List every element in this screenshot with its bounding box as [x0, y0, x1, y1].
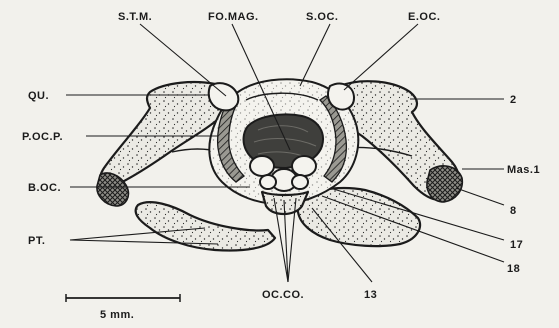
label-mas1: Mas.1 — [507, 164, 540, 176]
label-qu: QU. — [28, 90, 49, 102]
left-small-condyle — [260, 175, 276, 189]
leader-8 — [456, 188, 504, 205]
label-17: 17 — [510, 239, 523, 251]
label-soc: S.OC. — [306, 11, 338, 23]
label-stm: S.T.M. — [118, 11, 152, 23]
right-mastoid-hatch — [427, 166, 462, 202]
right-small-condyle — [292, 175, 308, 189]
label-boc: B.OC. — [28, 182, 61, 194]
label-2: 2 — [510, 94, 517, 106]
leader-soc — [300, 24, 330, 86]
label-eoc: E.OC. — [408, 11, 440, 23]
label-8: 8 — [510, 205, 517, 217]
label-occo: OC.CO. — [262, 289, 304, 301]
label-fomag: FO.MAG. — [208, 11, 259, 23]
right-occipital-condyle — [292, 156, 316, 176]
left-squamosal-knob — [209, 83, 239, 110]
label-13: 13 — [364, 289, 377, 301]
label-pocp: P.OC.P. — [22, 131, 63, 143]
label-18: 18 — [507, 263, 520, 275]
scale-bar-label: 5 mm. — [100, 309, 134, 321]
left-occipital-condyle — [250, 156, 274, 176]
leader-eoc — [344, 24, 418, 90]
right-exoccipital-knob — [328, 84, 354, 110]
label-pt: PT. — [28, 235, 45, 247]
